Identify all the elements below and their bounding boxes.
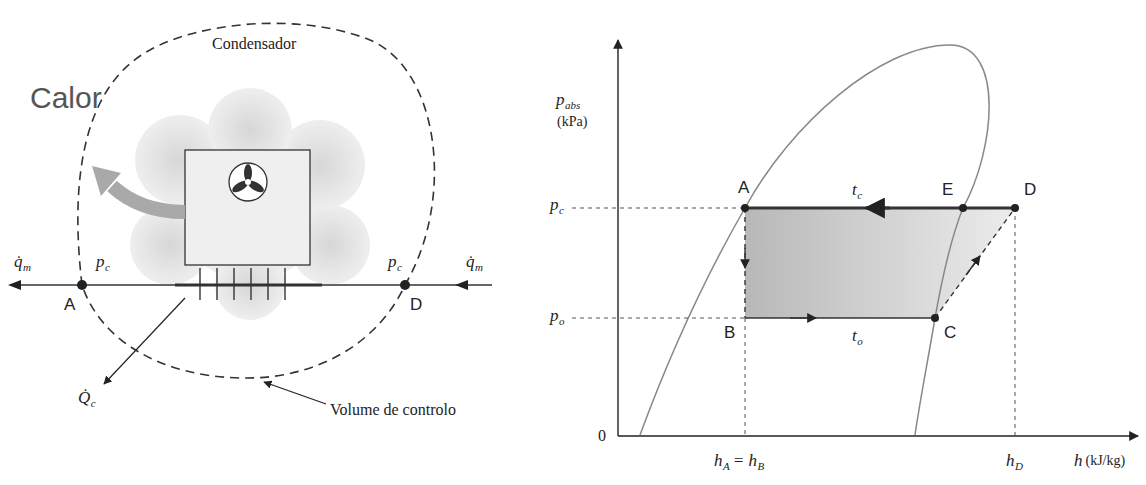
flow-symbol: q̇: [466, 253, 475, 272]
pressure-level: p: [550, 307, 559, 326]
axis-label: p: [556, 91, 565, 110]
state-point: [931, 314, 939, 322]
component-name: Condensador: [212, 35, 296, 53]
state-point: [959, 204, 967, 212]
axis-unit: (kJ/kg): [1086, 453, 1126, 468]
heat-rate-leader: [104, 298, 185, 384]
subscript: B: [757, 460, 764, 472]
fan: [229, 163, 267, 201]
subscript: m: [475, 261, 483, 273]
guide-line: [745, 318, 746, 436]
subscript: m: [23, 261, 31, 273]
y-axis: [617, 40, 618, 436]
subscript: c: [397, 261, 402, 273]
condensation-line: [745, 207, 1015, 210]
subscript: c: [105, 261, 110, 273]
heat-rate-symbol: Q̇: [78, 389, 90, 408]
state-point: [741, 204, 749, 212]
x-axis: [618, 435, 1138, 436]
fan-hub: [245, 179, 251, 185]
subscript: c: [857, 189, 862, 201]
state-point: [77, 280, 87, 290]
control-volume: [78, 23, 435, 378]
flow-symbol: q̇: [14, 253, 23, 272]
evaporation-line: [745, 317, 935, 318]
heat-arrow: [112, 186, 185, 212]
subscript: A: [723, 460, 730, 472]
pressure-symbol: p: [388, 253, 397, 272]
cycle-area: [745, 208, 1015, 318]
guide-line: [572, 318, 745, 319]
subscript: o: [857, 335, 863, 347]
process-arrow: [966, 256, 980, 275]
temperature-label: t: [852, 181, 857, 200]
heat-arrowhead: [92, 166, 121, 196]
axis-tick-label: = h: [733, 452, 757, 471]
flow-arrowhead: [8, 280, 21, 290]
subscript: D: [1015, 460, 1023, 472]
point-label: C: [944, 324, 956, 343]
fan-ring: [229, 163, 267, 201]
process-arrow: [866, 207, 890, 210]
process-arrow: [744, 248, 745, 268]
axis-tick-label: h: [1006, 452, 1015, 471]
axis-label: h: [1074, 452, 1083, 471]
point-label: A: [738, 179, 749, 198]
guide-line: [572, 208, 745, 209]
state-point: [400, 280, 410, 290]
condenser-box: [185, 150, 310, 265]
subscript: c: [91, 397, 96, 409]
pressure-symbol: p: [96, 253, 105, 272]
fan-blade: [230, 179, 250, 195]
guide-line: [1015, 208, 1016, 436]
guide-lines: [572, 208, 1015, 436]
expansion-line: [744, 208, 745, 318]
control-volume-label: Volume de controlo: [330, 401, 456, 419]
process-arrow: [790, 317, 816, 318]
point-label: E: [942, 181, 953, 200]
state-point: [1011, 204, 1019, 212]
axis-unit: (kPa): [557, 114, 587, 129]
flow-arrowhead: [455, 280, 468, 290]
compression-line: [935, 208, 1015, 318]
point-label: D: [1024, 181, 1036, 200]
pressure-level: p: [550, 196, 559, 215]
fan-blade: [246, 179, 266, 195]
axis-tick-label: h: [714, 452, 723, 471]
subscript: c: [559, 204, 564, 216]
point-label: A: [64, 296, 75, 315]
saturation-dome: [640, 45, 989, 435]
point-label: B: [724, 324, 735, 343]
temperature-label: t: [852, 327, 857, 346]
axis-origin: 0: [598, 427, 606, 445]
control-volume-leader: [264, 382, 326, 404]
point-label: D: [410, 296, 422, 315]
heat-label: Calor: [30, 81, 102, 114]
subscript: abs: [565, 99, 580, 111]
subscript: o: [559, 315, 565, 327]
